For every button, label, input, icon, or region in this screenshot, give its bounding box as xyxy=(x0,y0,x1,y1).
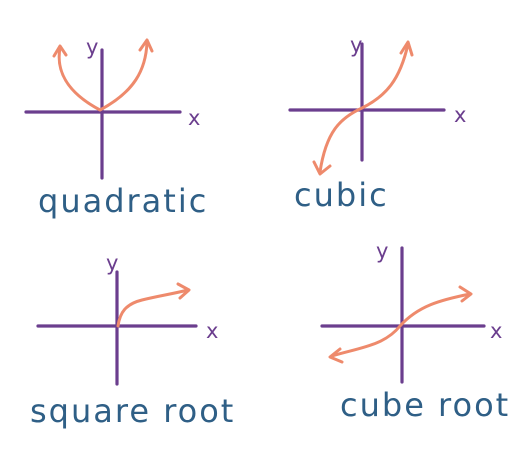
quadratic-curve xyxy=(57,40,149,112)
y-axis-label: y xyxy=(106,251,118,275)
curve-arrowhead-right xyxy=(138,38,154,53)
y-axis-label: y xyxy=(350,33,362,57)
x-axis-label: x xyxy=(188,106,200,130)
x-axis-label: x xyxy=(454,103,466,127)
caption-quadratic: quadratic xyxy=(38,182,208,220)
curve-arrowhead-left xyxy=(328,347,344,364)
cubic-curve xyxy=(318,42,410,174)
caption-cube-root: cube root xyxy=(340,386,510,424)
x-axis-label: x xyxy=(206,319,218,343)
caption-square-root: square root xyxy=(30,392,235,430)
curve-arrowhead-right xyxy=(458,285,473,303)
caption-cubic: cubic xyxy=(294,176,389,214)
square-root-curve xyxy=(116,288,190,328)
panel-square-root: x y square root xyxy=(30,251,235,430)
curve-arrowhead-bottom xyxy=(312,160,332,176)
panel-cube-root: x y cube root xyxy=(320,239,510,424)
curve-arrowhead xyxy=(176,282,191,300)
x-axis-label: x xyxy=(490,319,502,343)
cube-root-curve xyxy=(330,292,472,358)
panel-cubic: x y cubic xyxy=(288,33,466,214)
y-axis-label: y xyxy=(376,239,388,263)
panel-quadratic: x y quadratic xyxy=(24,35,208,220)
y-axis-label: y xyxy=(86,35,98,59)
curve-arrowhead-top xyxy=(399,40,414,57)
curve-arrowhead-left xyxy=(52,44,68,58)
